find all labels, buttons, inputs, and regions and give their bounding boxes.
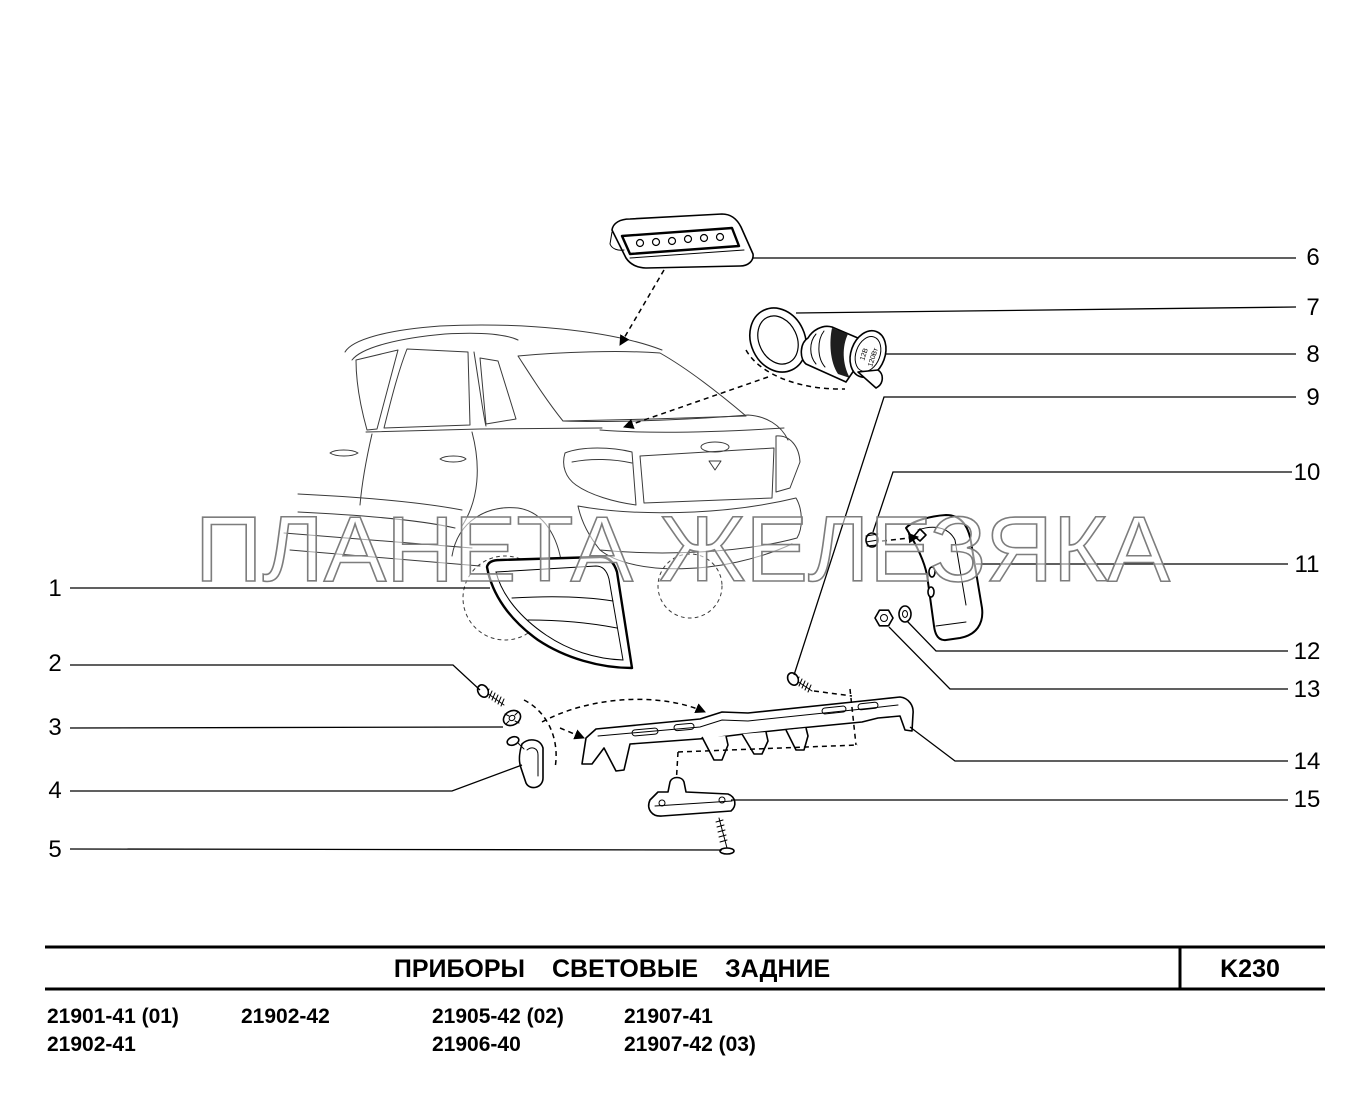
leader-line-14 [909,726,1288,762]
car-front-door-window [355,349,399,431]
car-trunk-lid [562,414,789,441]
callout-2: 2 [48,650,61,677]
fastener-group-outline [523,699,557,769]
model-code: 21906-40 [432,1033,521,1056]
callout-3: 3 [48,714,61,741]
leader-line-5 [69,848,723,851]
part-11-side-lamp [905,514,984,642]
car-rear-window [517,351,747,422]
car-right-taillight [775,435,801,493]
car-door-handle-rear [439,455,467,463]
car-emblem [708,460,722,471]
car-front-door-edge [359,433,373,506]
callout-13: 13 [1294,676,1321,703]
part-13-nut [874,609,894,627]
part-6-high-mount-stop-lamp [609,213,754,269]
leader-line-10 [872,471,1292,533]
callout-8: 8 [1306,341,1319,368]
model-list: 21901-41 (01) 21902-41 21902-42 21905-42… [47,1005,756,1056]
car-rear-wheel-arch [451,507,563,567]
part-9-screw [786,672,813,693]
car-door-handle-front [329,449,359,457]
part-5-screw [715,817,735,855]
callout-10: 10 [1294,459,1321,486]
car-ground-shadow [283,532,481,567]
socket-mounting-outline [745,349,846,390]
car-c-pillar [473,351,487,427]
leader-line-9 [793,396,1296,676]
part-10-clip [865,532,879,548]
part-4-clip [506,735,544,789]
callout-5: 5 [48,836,61,863]
part-14-plate-lamp-bracket [581,696,914,772]
callout-1: 1 [48,575,61,602]
model-code: 21905-42 (02) [432,1005,564,1028]
watermark-text: ПЛАНЕТА ЖЕЛЕЗЯКА [195,497,1170,601]
section-code: K230 [1220,955,1280,983]
arrow-part-6-to-car [619,269,665,346]
model-code: 21907-42 (03) [624,1033,756,1056]
leader-line-13 [888,626,1288,690]
callout-4: 4 [48,777,61,804]
car-sill-line [297,493,463,511]
model-code: 21907-41 [624,1005,713,1028]
model-code: 21901-41 (01) [47,1005,179,1028]
leader-line-7 [795,306,1297,314]
title-block: ПРИБОРЫ СВЕТОВЫЕ ЗАДНИЕ K230 [45,945,1325,991]
car-body-outline [283,324,802,641]
callout-6: 6 [1306,244,1319,271]
car-logo [700,441,730,453]
page-title: ПРИБОРЫ СВЕТОВЫЕ ЗАДНИЕ [394,955,830,983]
projection-line-horizontal [677,744,859,753]
callout-15: 15 [1294,786,1321,813]
callout-9: 9 [1306,384,1319,411]
model-code: 21902-42 [241,1005,330,1028]
car-quarter-window [479,357,517,425]
arrow-clip-to-side-lamp [881,532,920,544]
part-1-rear-lamp [485,555,634,670]
part-7-ring [749,307,807,373]
car-plate-recess [639,447,775,504]
car-roof [344,324,663,353]
callout-12: 12 [1294,638,1321,665]
car-left-taillight-line [571,459,633,464]
car-left-taillight [563,447,637,506]
leader-line-12 [906,620,1288,652]
model-code: 21902-41 [47,1033,136,1056]
car-rear-door-window [383,348,471,429]
arrow-clip-to-bracket [559,727,585,740]
callout-11: 11 [1295,551,1320,578]
car-right-rear-wheel [657,553,723,619]
arrow-fasteners-to-bracket [541,698,706,723]
callout-14: 14 [1294,748,1321,775]
car-rear-door-edge [461,431,478,527]
car-bumper-lower [599,543,793,570]
part-8-power-socket: 12В 120Вт [800,325,887,389]
car-trunk-edge [599,427,785,433]
leader-line-3 [69,726,504,729]
part-2-screw [476,684,505,707]
car-roof-rail [351,332,519,361]
car-lower-line [297,511,456,529]
leader-line-4 [70,764,523,792]
projection-line-screw [813,690,853,697]
part-3-washer [502,709,522,727]
part-12-washer [898,605,912,623]
leader-line-2 [70,664,481,691]
socket-voltage-marking: 12В [859,347,870,361]
projection-line-vertical [849,688,857,746]
part-15-license-plate-lamp [647,776,736,817]
arrow-socket-to-car [623,376,769,429]
callout-7: 7 [1306,294,1319,321]
car-belt-line [365,427,603,433]
